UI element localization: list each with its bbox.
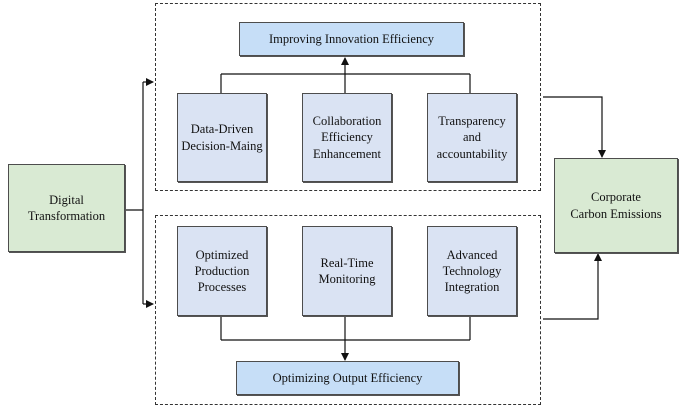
transparency-label: Transparency and accountability: [436, 114, 508, 161]
advanced-technology-node: Advanced Technology Integration: [427, 226, 517, 316]
data-driven-node: Data-Driven Decision-Maing: [177, 93, 267, 182]
advanced-technology-label: Advanced Technology Integration: [442, 247, 502, 295]
output-panel: [155, 215, 541, 405]
carbon-emissions-label: Corporate Carbon Emissions: [570, 190, 662, 221]
collaboration-label: Collaboration Efficiency Enhancement: [312, 114, 382, 161]
output-efficiency-label: Optimizing Output Efficiency: [272, 370, 423, 385]
data-driven-label: Data-Driven Decision-Maing: [181, 122, 263, 153]
transparency-node: Transparency and accountability: [427, 93, 517, 182]
real-time-node: Real-Time Monitoring: [302, 226, 392, 316]
arrow-bottom-to-carbon: [543, 253, 602, 320]
innovation-panel: [155, 3, 541, 191]
optimized-production-node: Optimized Production Processes: [177, 226, 267, 316]
innovation-efficiency-label: Improving Innovation Efficiency: [268, 31, 434, 46]
innovation-efficiency-node: Improving Innovation Efficiency: [239, 22, 464, 56]
arrow-top-to-carbon: [543, 96, 606, 158]
collaboration-node: Collaboration Efficiency Enhancement: [302, 93, 392, 182]
digital-transformation-node: Digital Transformation: [8, 164, 125, 252]
output-efficiency-node: Optimizing Output Efficiency: [236, 361, 459, 395]
optimized-production-label: Optimized Production Processes: [194, 247, 250, 295]
real-time-label: Real-Time Monitoring: [318, 255, 376, 286]
digital-transformation-label: Digital Transformation: [27, 192, 106, 223]
carbon-emissions-node: Corporate Carbon Emissions: [554, 158, 678, 253]
